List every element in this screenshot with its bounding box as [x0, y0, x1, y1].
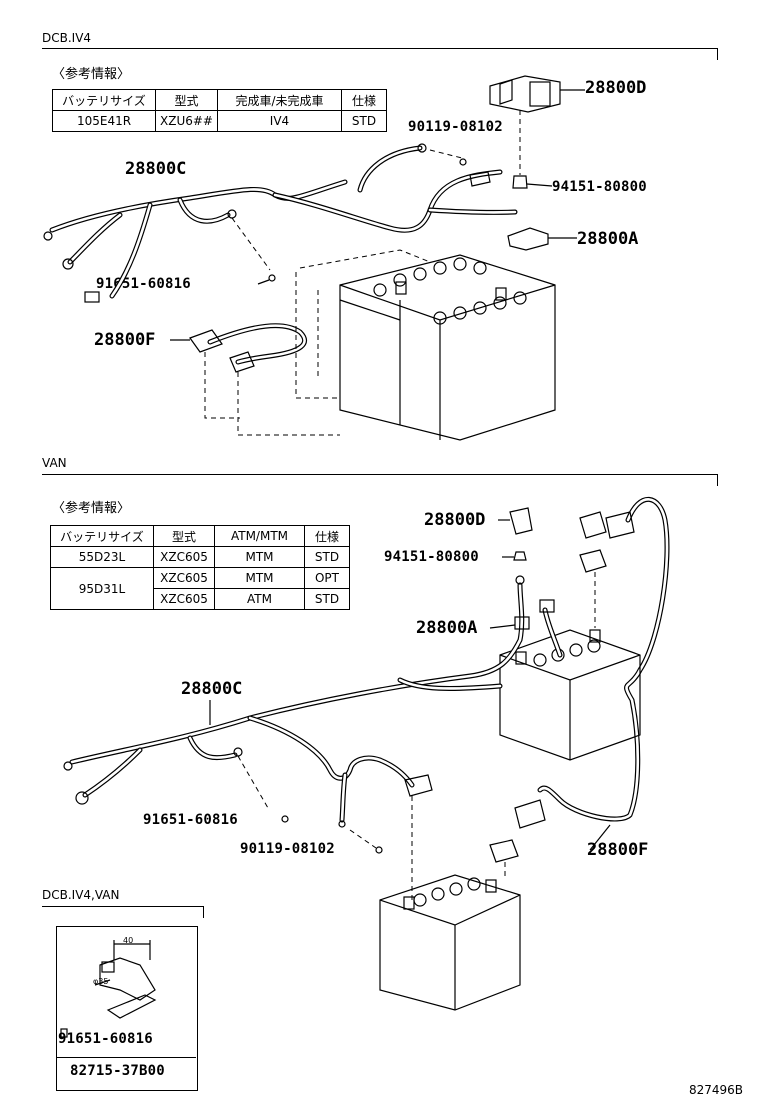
cable-28800f-icon — [189, 323, 308, 373]
section-frame-top — [42, 474, 718, 475]
section-frame-top — [42, 48, 718, 49]
table-cell: STD — [304, 588, 350, 610]
part-label-28800c: 28800C — [125, 159, 187, 179]
leader-line — [489, 624, 516, 629]
harness-28800c-icon — [43, 143, 518, 303]
part-label-28800f: 28800F — [587, 840, 649, 860]
table-header-row: バッテリサイズ 型式 完成車/未完成車 仕様 — [52, 89, 387, 111]
battery-twin-icon — [339, 254, 556, 441]
table-cell: 105E41R — [52, 110, 156, 132]
nut-94151-icon — [513, 551, 527, 561]
harness-28800c-icon — [63, 575, 563, 828]
part-label-28800d: 28800D — [585, 78, 647, 98]
guide-line — [295, 272, 340, 399]
connector-28800d-icon — [509, 507, 533, 535]
guide-line — [237, 755, 269, 809]
reference-note: 〈参考情報〉 — [52, 501, 131, 516]
table-cell: MTM — [214, 567, 305, 589]
nut-94151-icon — [512, 175, 528, 189]
bolt-91651-icon — [281, 815, 289, 823]
leader-line — [231, 217, 271, 271]
leader-line — [257, 279, 270, 285]
part-label-91651-60816: 91651-60816 — [143, 812, 238, 828]
part-label-82715-37b00: 82715-37B00 — [70, 1063, 165, 1079]
leader-line — [94, 979, 111, 986]
leader-line — [429, 149, 463, 159]
table-row: 55D23L XZC605 MTM STD — [50, 546, 350, 568]
table-cell: OPT — [304, 567, 350, 589]
table-cell: XZU6## — [155, 110, 218, 132]
inset-divider — [56, 1057, 196, 1058]
bolt-icon — [60, 1028, 68, 1038]
bolt-90119-icon — [459, 158, 467, 166]
clamp-icon — [101, 961, 115, 973]
part-label-94151-80800: 94151-80800 — [384, 549, 479, 565]
clamp-icon — [99, 957, 156, 1001]
cable-upper-right-icon — [489, 496, 670, 863]
table-header: バッテリサイズ — [52, 89, 156, 111]
section-frame-tick — [717, 474, 718, 486]
table-header-row: バッテリサイズ 型式 ATM/MTM 仕様 — [50, 525, 350, 547]
illustration-code: 827496B — [689, 1083, 744, 1097]
section-label-dcb-iv4-van: DCB.IV4,VAN — [42, 888, 120, 902]
part-label-90119-08102: 90119-08102 — [240, 841, 335, 857]
table-header: ATM/MTM — [214, 525, 305, 547]
section-frame-tick — [717, 48, 718, 60]
battery-lower-icon — [379, 874, 521, 1011]
table-cell: XZC605 — [153, 588, 215, 610]
inset-artwork — [60, 940, 157, 1038]
part-label-28800a: 28800A — [416, 618, 478, 638]
spec-table-dcb-iv4: バッテリサイズ 型式 完成車/未完成車 仕様 105E41R XZU6## IV… — [52, 89, 387, 132]
inset-box — [56, 926, 198, 1091]
bolt-91651-icon — [268, 274, 276, 282]
table-header: 仕様 — [341, 89, 387, 111]
guide-line — [237, 372, 340, 436]
section-frame-tick — [203, 906, 204, 918]
part-label-28800a: 28800A — [577, 229, 639, 249]
table-cell: XZC605 — [153, 567, 215, 589]
section2-artwork — [63, 496, 670, 1011]
table-cell: XZC605 — [153, 546, 215, 568]
part-label-28800d: 28800D — [424, 510, 486, 530]
table-header: 型式 — [155, 89, 218, 111]
guide-line — [204, 352, 240, 419]
dimension-label: 40 — [123, 936, 134, 945]
battery-upper-icon — [499, 629, 641, 761]
table-row: XZC605 ATM STD — [51, 588, 350, 610]
part-label-28800c: 28800C — [181, 679, 243, 699]
bolt-90119-icon — [375, 846, 383, 854]
bracket-icon — [106, 994, 157, 1019]
connector-28800d-icon — [489, 75, 585, 113]
guide-line — [349, 829, 377, 849]
dimension-label: φ35 — [93, 977, 109, 986]
section-label-dcb-iv4: DCB.IV4 — [42, 31, 92, 45]
part-label-90119-08102: 90119-08102 — [408, 119, 503, 135]
terminal-28800a-icon — [507, 227, 549, 251]
table-header: 型式 — [153, 525, 215, 547]
part-label-28800f: 28800F — [94, 330, 156, 350]
table-header: バッテリサイズ — [50, 525, 154, 547]
part-label-94151-80800: 94151-80800 — [552, 179, 647, 195]
leader-line — [589, 824, 611, 851]
table-header: 仕様 — [304, 525, 350, 547]
reference-note: 〈参考情報〉 — [52, 67, 131, 82]
guide-line — [299, 249, 431, 269]
table-cell: STD — [341, 110, 387, 132]
section1-artwork — [43, 75, 585, 441]
section-label-van: VAN — [42, 456, 67, 470]
part-label-91651-60816: 91651-60816 — [58, 1031, 153, 1047]
leader-line — [526, 183, 553, 187]
table-row: 105E41R XZU6## IV4 STD — [52, 110, 387, 132]
spec-table-van: バッテリサイズ 型式 ATM/MTM 仕様 55D23L XZC605 MTM … — [50, 525, 350, 610]
section-frame-top — [42, 906, 204, 907]
table-cell: 55D23L — [50, 546, 154, 568]
